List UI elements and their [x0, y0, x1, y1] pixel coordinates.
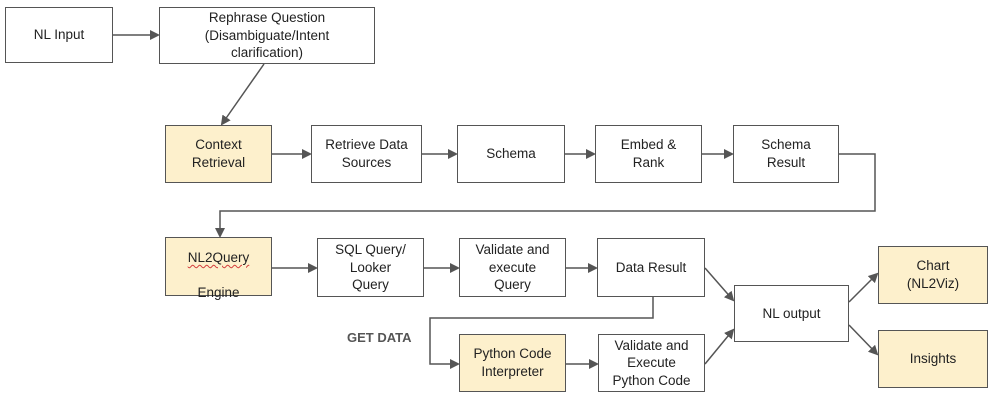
node-data-result: Data Result [597, 238, 705, 297]
node-sql-looker-query: SQL Query/ Looker Query [317, 238, 424, 297]
arrow-data-result-to-nl-output [704, 267, 735, 302]
arrow-data-result-to-python [429, 297, 654, 369]
node-retrieve-data-sources: Retrieve Data Sources [311, 125, 422, 183]
node-validate-execute-query: Validate and execute Query [459, 238, 566, 297]
nl2query-title: NL2Query [187, 249, 250, 265]
node-nl-input: NL Input [5, 7, 113, 63]
arrow-nl-output-to-chart [848, 272, 879, 303]
node-nl-output: NL output [734, 285, 849, 342]
node-chart-nl2viz: Chart (NL2Viz) [878, 246, 988, 304]
node-schema: Schema [457, 125, 565, 183]
arrow-schema-result-to-nl2query [215, 153, 876, 238]
arrow-nl-output-to-insights [848, 324, 879, 356]
node-insights: Insights [878, 330, 988, 388]
node-python-code-interpreter: Python Code Interpreter [459, 334, 566, 392]
node-validate-execute-python: Validate and Execute Python Code [598, 334, 705, 392]
nl2query-label: NL2Query Engine [188, 231, 250, 301]
arrow-rephrase-to-context [220, 63, 265, 126]
node-context-retrieval: Context Retrieval [165, 125, 272, 183]
node-nl2query-engine: NL2Query Engine [165, 237, 272, 300]
nl2query-subtitle: Engine [197, 285, 240, 301]
arrow-validate-python-to-nl-output [704, 328, 735, 365]
node-embed-rank: Embed & Rank [595, 125, 702, 183]
get-data-label: GET DATA [347, 330, 412, 345]
node-schema-result: Schema Result [733, 125, 839, 183]
node-rephrase-question: Rephrase Question (Disambiguate/Intent c… [159, 7, 375, 64]
